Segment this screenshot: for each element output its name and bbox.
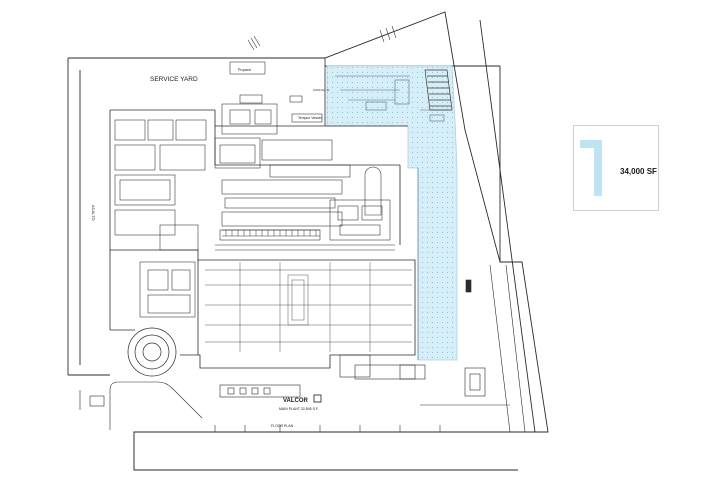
area-note-label: 9,000 Sq. Ft (313, 88, 330, 92)
warehouse-grid (205, 262, 412, 352)
south-structures (219, 279, 486, 398)
propane-label: Propane (238, 68, 251, 72)
equipment-area (214, 103, 395, 251)
legend-area-label: 34,000 SF (620, 167, 657, 176)
east-road (420, 264, 526, 433)
highlight-area (326, 65, 458, 361)
acalto-label: ACALTO (91, 205, 96, 221)
round-tank (127, 327, 177, 377)
site-boundary (67, 11, 549, 471)
main-plant-label: MAIN PLANT 32,845 S.F. (279, 407, 319, 411)
logo-mark (313, 394, 322, 403)
area-legend: 34,000 SF (573, 125, 659, 211)
legend-highlight-swatch (580, 140, 602, 196)
floor-plan-label: FLOOR PLAN (271, 424, 294, 428)
logo-label: VALCOR (283, 398, 309, 404)
conveyor-strip (222, 229, 320, 237)
service-yard-label: SERVICE YARD (150, 76, 198, 83)
office-rooms (114, 119, 207, 318)
tempco-vessel-label: Tempco Vessel (298, 116, 322, 120)
service-yard-structures (229, 25, 397, 123)
parking-area (79, 381, 441, 470)
